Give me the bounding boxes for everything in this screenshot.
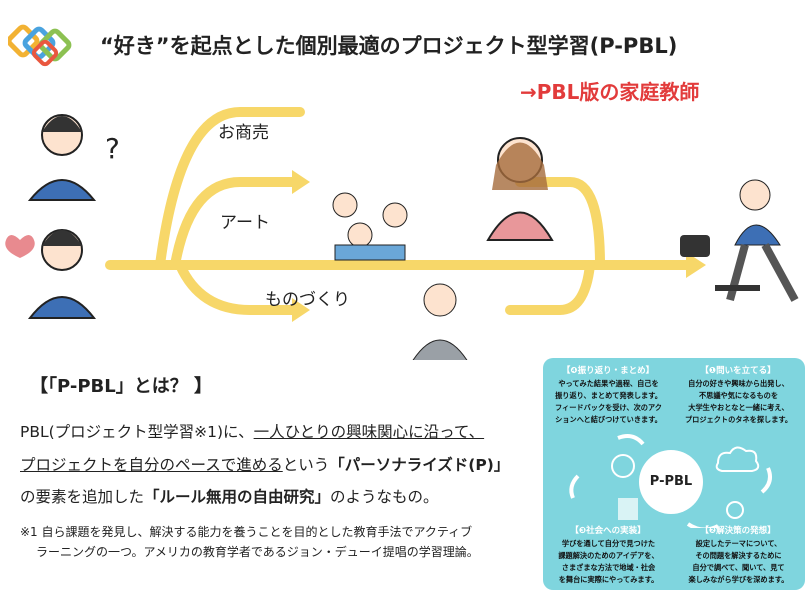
step2-text: 設定したテーマについて、その問題を解決するために自分で調べて、聞いて、見て楽しみ… [688,539,789,584]
road-diagram: ? [5,107,799,360]
step2-heading: 【❷解決策の発想】 [700,526,776,536]
text: PBL(プロジェクト型学習※1)に、 [20,423,254,441]
bold-text: 「パーソナライズド(P)」 [329,456,510,474]
page-title: “好き”を起点とした個別最適のプロジェクト型学習(P-PBL) [100,34,678,58]
cycle-arrows-icon [569,434,772,528]
logo-icon [8,24,72,67]
step3-heading: 【❸社会への実装】 [570,526,646,536]
road-business [155,107,305,270]
road-craft [175,260,300,315]
step3-text: 学びを通して自分で見つけた課題解決のためのアイデアを、さまざまな方法で地域・社会… [558,539,659,584]
woman-thinking-illustration [486,137,554,241]
about-line-2: プロジェクトを自分のペースで進めるという「パーソナライズド(P)」 [20,453,509,475]
student-smiling-illustration [5,229,97,319]
about-line-3: の要素を追加した「ルール無用の自由研究」のようなもの。 [20,485,439,507]
text: の要素を追加した [20,488,145,506]
mechanic-illustration [412,283,468,360]
arrow-art [292,170,310,194]
arrow-craft [292,298,310,322]
step4-text: やってみた結果や過程、自己を振り返り、まとめて発表します。フィードバックを受け、… [555,379,662,424]
step1-text: 自分の好きや興味から出発し、不思議や気になるものを大学生やおとなと一緒に考え、プ… [684,379,793,424]
underlined-text: プロジェクトを自分のペースで進める [20,456,283,474]
text: のようなもの。 [330,488,439,506]
road-label-craft: ものづくり [265,290,350,310]
apple-icon [611,454,635,478]
children-group-illustration [332,192,408,261]
footnote-line-1: ※1 自ら課題を発見し、解決する能力を養うことを目的とした教育手法でアクティブ [20,525,473,539]
p-pbl-cycle-panel: 【❹振り返り・まとめ】 やってみた結果や過程、自己を振り返り、まとめて発表します… [543,358,805,590]
step1-heading: 【❶問いを立てる】 [700,366,776,376]
bold-text: 「ルール無用の自由研究」 [144,488,331,506]
svg-text:?: ? [105,132,120,165]
businessman-running-illustration [680,179,799,302]
merge-lower [505,260,595,315]
text: という [282,456,330,474]
road-label-business: お商売 [218,123,269,143]
subtitle: →PBL版の家庭教師 [520,80,700,104]
underlined-text: 一人ひとりの興味関心に沿って、 [253,423,485,441]
arrow-main [686,252,706,278]
lightbulb-icon [726,501,744,519]
footnote-line-2: ラーニングの一つ。アメリカの教育学者であるジョン・デューイ提唱の学習理論。 [36,545,479,559]
about-line-1: PBL(プロジェクト型学習※1)に、一人ひとりの興味関心に沿って、 [20,420,484,442]
p-pbl-center: P-PBL [639,450,703,514]
step4-heading: 【❹振り返り・まとめ】 [561,366,655,376]
road-art [170,177,300,270]
merge-upper [515,177,605,270]
cloud-icon [715,446,760,472]
road-label-art: アート [220,213,270,233]
tools-icon [618,498,638,520]
about-heading: 【「P-PBL」とは？ 】 [30,376,212,397]
student-thinking-illustration: ? [27,114,120,201]
